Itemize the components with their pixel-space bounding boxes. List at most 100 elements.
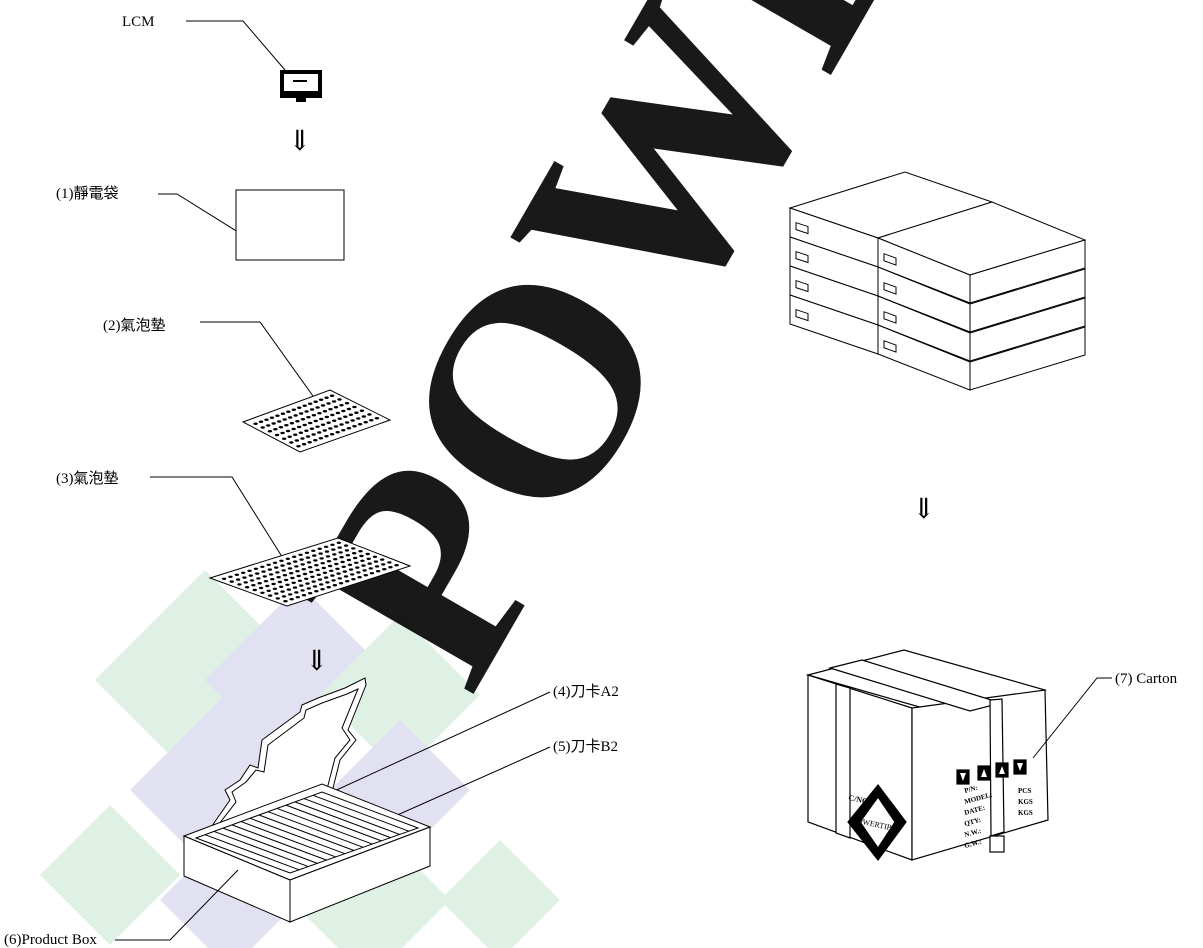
bubble-dot [343,544,349,547]
bubble-dot [291,427,296,431]
lcm-monitor-icon [280,70,322,102]
bubble-dot [332,553,337,556]
bubble-dot [276,576,281,579]
bubble-dot [287,416,293,419]
bubble-dot [274,592,279,595]
bubble-dot [309,408,315,411]
bubble-dot [283,578,289,582]
bubble-dot [335,567,340,570]
bubble-dot [264,418,269,421]
label-partition-b2: (5)刀卡B2 [553,738,618,755]
bubble-dot [351,578,356,581]
carton-print-line: KGS [1018,798,1033,806]
bubble-dot [302,404,307,407]
bubble-dot [339,423,344,426]
bubble-dot [302,423,307,427]
bubble-dot [247,569,252,572]
bubble-dot [345,554,351,557]
partition-slot [294,801,391,839]
bubble-dot [316,573,321,576]
bubble-dot [361,564,366,567]
bubble-dot [289,422,295,425]
bubble-dot [351,547,356,550]
bubble-dot [367,562,372,565]
bubble-dot [284,424,289,427]
bubble-dot [256,577,261,580]
bubble-dot [253,422,258,425]
bubble-dot [333,558,338,561]
label-bubble-pad-2: (2)氣泡墊 [103,317,166,334]
bubble-dot [309,570,314,574]
bubble-dot [262,575,267,578]
bubble-dot [337,417,342,420]
stack-box-handle [795,308,809,322]
bubble-dot [336,572,341,575]
bubble-dot [298,553,303,556]
bubble-dot [300,437,305,440]
bubble-dot [267,568,273,571]
label-product-box: (6)Product Box [4,932,97,948]
bubble-dot [280,590,285,593]
partition-slot [303,798,400,835]
bubble-dot [281,437,287,440]
bubble-dot [260,426,265,429]
bubble-dot [369,572,375,575]
bubble-dot [335,431,340,434]
stack-box-handle [883,282,897,295]
bubble-dot [330,574,335,577]
bubble-dot [292,555,297,558]
bubble-dot [288,593,293,596]
bubble-dot [282,574,288,577]
bubble-dot [275,571,280,574]
partition-slot [258,814,355,851]
bubble-dot [274,433,280,437]
bubble-dot [307,592,313,595]
bubble-dot [277,580,283,584]
bubble-dot [337,398,342,401]
bubble-dot [323,576,329,579]
bubble-dot [356,571,361,574]
bubble-dot [261,570,266,573]
bubble-dot [304,410,309,413]
partition-slot [276,807,373,845]
bubble-dot [326,421,331,424]
bubble-dot [347,563,353,566]
bubble-dot [296,425,302,429]
bubble-dot [373,560,379,563]
bubble-dot [279,559,284,562]
bubble-dot [363,421,368,424]
bubble-dot [332,584,338,587]
bubble-dot [314,564,319,567]
stack-box-handle [795,250,809,264]
partition-slot [312,794,410,832]
bubble-dot [249,579,255,582]
bubble-dot [336,541,342,544]
bubble-dot [346,407,352,411]
bubble-dot [266,563,271,566]
bubble-dot [374,565,380,568]
bubble-dot [369,419,374,422]
bubble-dot [306,587,311,590]
bubble-dot [339,556,344,559]
bubble-dot [221,577,227,580]
bubble-dot [298,412,304,415]
bubble-dot [348,413,354,416]
bubble-dot [271,422,276,425]
bubble-dot [278,426,284,429]
bubble-dot [244,586,250,589]
bubble-dot [326,560,332,563]
bubble-dot [267,594,273,597]
label-bubble-pad-3: (3)氣泡墊 [56,470,119,487]
bubble-dot [304,551,310,554]
bubble-dot [229,580,234,583]
bubble-dot [326,586,331,589]
bubble-dot [285,429,291,433]
down-arrow-3: ⇓ [912,494,935,525]
bubble-dot [289,572,294,575]
stack-box-side [969,239,1086,304]
bubble-dot [311,580,316,583]
bubble-dot [280,564,285,567]
bubble-dot [357,423,363,426]
